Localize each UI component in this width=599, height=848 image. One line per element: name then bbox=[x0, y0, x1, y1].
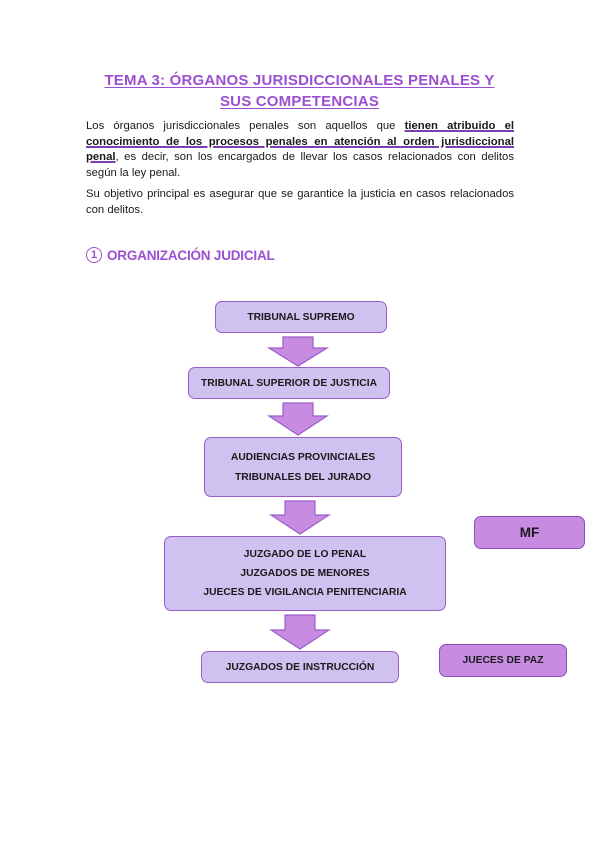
down-arrow-icon bbox=[267, 402, 329, 436]
down-arrow-icon bbox=[269, 500, 331, 535]
document-title: TEMA 3: ÓRGANOS JURISDICCIONALES PENALES… bbox=[60, 70, 539, 112]
box-label: JUZGADOS DE INSTRUCCIÓN bbox=[225, 661, 375, 673]
down-arrow-icon bbox=[269, 614, 331, 650]
title-line-2: SUS COMPETENCIAS bbox=[219, 93, 380, 110]
section-number-badge: 1 bbox=[86, 247, 102, 263]
box-mf: MF bbox=[474, 516, 585, 549]
title-line-1: TEMA 3: ÓRGANOS JURISDICCIONALES PENALES… bbox=[104, 72, 495, 89]
box-line: AUDIENCIAS PROVINCIALES bbox=[230, 451, 376, 463]
box-tribunal-superior: TRIBUNAL SUPERIOR DE JUSTICIA bbox=[188, 367, 390, 399]
box-audiencias: AUDIENCIAS PROVINCIALES TRIBUNALES DEL J… bbox=[204, 437, 402, 497]
section-title: ORGANIZACIÓN JUDICIAL bbox=[107, 247, 275, 263]
box-instruccion: JUZGADOS DE INSTRUCCIÓN bbox=[201, 651, 399, 683]
box-line: JUZGADOS DE MENORES bbox=[240, 568, 370, 579]
box-line: JUECES DE VIGILANCIA PENITENCIARIA bbox=[203, 587, 407, 598]
box-line: TRIBUNALES DEL JURADO bbox=[235, 471, 371, 483]
section-heading: 1 ORGANIZACIÓN JUDICIAL bbox=[86, 247, 275, 263]
intro-text-start: Los órganos jurisdiccionales penales son… bbox=[86, 120, 405, 132]
box-line: JUZGADO DE LO PENAL bbox=[243, 549, 367, 560]
down-arrow-icon bbox=[267, 336, 329, 367]
intro-paragraph: Los órganos jurisdiccionales penales son… bbox=[86, 119, 514, 181]
box-tribunal-supremo: TRIBUNAL SUPREMO bbox=[215, 301, 387, 333]
box-label: MF bbox=[519, 525, 540, 540]
box-juzgados: JUZGADO DE LO PENAL JUZGADOS DE MENORES … bbox=[164, 536, 446, 611]
objective-paragraph: Su objetivo principal es asegurar que se… bbox=[86, 188, 514, 216]
box-label: JUECES DE PAZ bbox=[462, 655, 544, 666]
intro-highlight: tienen atribuido el conocimiento de los … bbox=[86, 120, 514, 163]
box-label: TRIBUNAL SUPERIOR DE JUSTICIA bbox=[200, 377, 378, 389]
intro-text-end: , es decir, son los encargados de llevar… bbox=[86, 151, 514, 179]
box-jueces-de-paz: JUECES DE PAZ bbox=[439, 644, 567, 677]
box-label: TRIBUNAL SUPREMO bbox=[247, 311, 355, 323]
